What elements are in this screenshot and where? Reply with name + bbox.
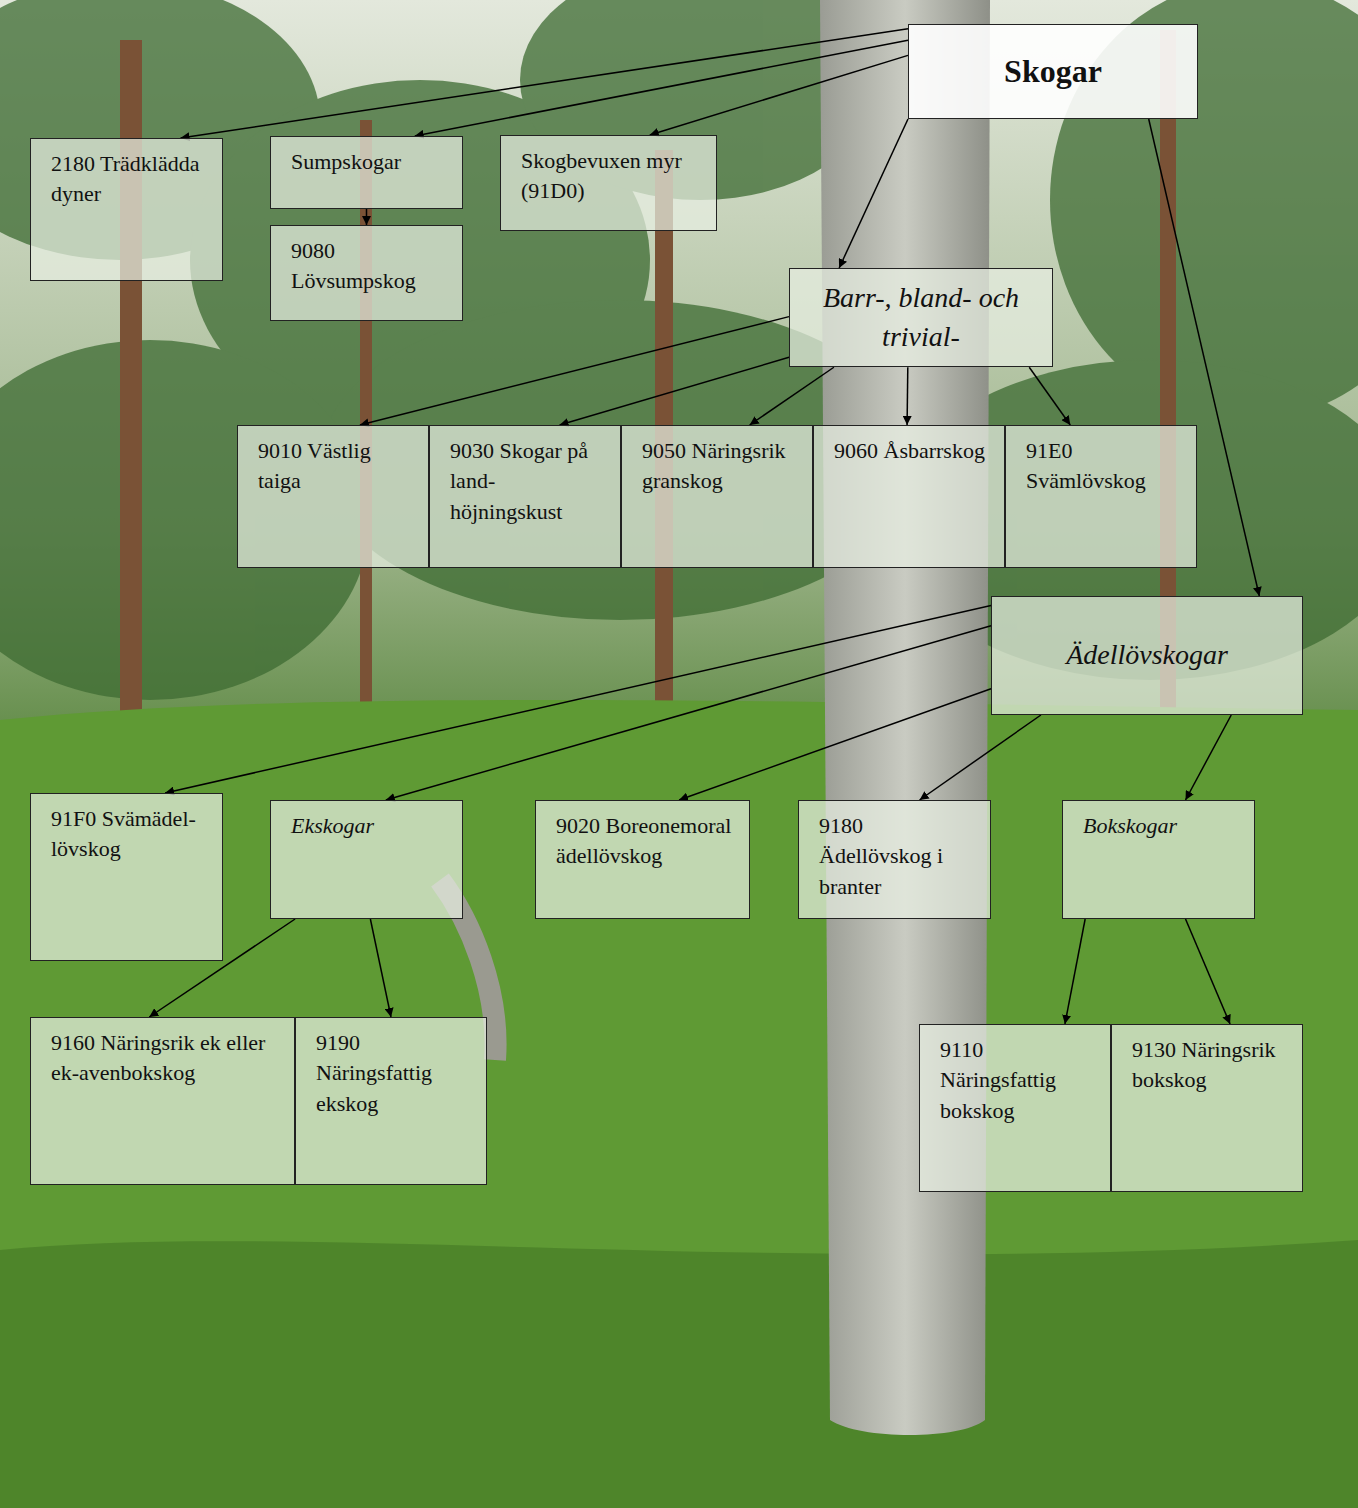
habitat-label: 9030 Skogar på land- höjningskust xyxy=(450,436,606,527)
habitat-box: Sumpskogar xyxy=(270,136,463,209)
hierarchy-arrow xyxy=(415,40,908,136)
hierarchy-arrow xyxy=(839,119,908,268)
habitat-label: 2180 Trädklädda dyner xyxy=(51,149,208,210)
habitat-box: Ädellövskogar xyxy=(991,596,1303,715)
hierarchy-arrow xyxy=(750,367,834,425)
habitat-label: Bokskogar xyxy=(1083,811,1240,841)
hierarchy-arrow xyxy=(360,317,789,425)
habitat-label: 9180 Ädellövskog i branter xyxy=(819,811,976,902)
habitat-box: 9180 Ädellövskog i branter xyxy=(798,800,991,919)
habitat-box: 91F0 Svämädel- lövskog xyxy=(30,793,223,961)
habitat-box: 91E0 Svämlövskog xyxy=(1005,425,1197,568)
hierarchy-arrow xyxy=(181,29,908,138)
habitat-box: 2180 Trädklädda dyner xyxy=(30,138,223,281)
hierarchy-arrow xyxy=(650,55,908,135)
hierarchy-arrow xyxy=(386,626,991,800)
grey-trunk xyxy=(820,0,990,1435)
habitat-box: 9060 Åsbarrskog xyxy=(813,425,1005,568)
habitat-label: 9020 Boreonemoral ädellövskog xyxy=(556,811,735,872)
hierarchy-arrow xyxy=(920,715,1041,800)
hierarchy-arrow xyxy=(1065,919,1085,1024)
habitat-label: 91F0 Svämädel- lövskog xyxy=(51,804,208,865)
hierarchy-arrow xyxy=(1186,715,1232,800)
habitat-box: 9080 Lövsumpskog xyxy=(270,225,463,321)
habitat-label: 9130 Näringsrik bokskog xyxy=(1132,1035,1288,1096)
hierarchy-arrow xyxy=(1029,367,1070,425)
habitat-box: 9020 Boreonemoral ädellövskog xyxy=(535,800,750,919)
habitat-label: Barr-, bland- och trivial- xyxy=(800,279,1042,356)
habitat-label: 9190 Näringsfattig ekskog xyxy=(316,1028,472,1119)
habitat-label: 9160 Näringsrik ek eller ek-avenbokskog xyxy=(51,1028,280,1089)
ground xyxy=(0,700,1358,1508)
habitat-box: Skogbevuxen myr (91D0) xyxy=(500,135,717,231)
habitat-box: 9160 Näringsrik ek eller ek-avenbokskog xyxy=(30,1017,295,1185)
habitat-label: 9110 Näringsfattig bokskog xyxy=(940,1035,1096,1126)
habitat-box: 9130 Näringsrik bokskog xyxy=(1111,1024,1303,1192)
habitat-box: 9050 Näringsrik granskog xyxy=(621,425,813,568)
habitat-label: 9050 Näringsrik granskog xyxy=(642,436,798,497)
foliage xyxy=(0,0,1358,700)
hierarchy-arrow xyxy=(560,357,789,425)
habitat-box: 9110 Näringsfattig bokskog xyxy=(919,1024,1111,1192)
habitat-box: Skogar xyxy=(908,24,1198,119)
habitat-label: Sumpskogar xyxy=(291,147,448,177)
habitat-box: 9030 Skogar på land- höjningskust xyxy=(429,425,621,568)
hierarchy-arrow xyxy=(370,919,391,1017)
habitat-box: 9010 Västlig taiga xyxy=(237,425,429,568)
hierarchy-arrow xyxy=(165,606,991,793)
habitat-label: Skogar xyxy=(919,49,1187,93)
habitat-label: Ädellövskogar xyxy=(1002,636,1292,675)
habitat-box: Ekskogar xyxy=(270,800,463,919)
habitat-box: Barr-, bland- och trivial- xyxy=(789,268,1053,367)
hierarchy-arrow xyxy=(679,689,991,800)
hierarchy-arrow xyxy=(366,209,368,225)
habitat-label: Ekskogar xyxy=(291,811,448,841)
hierarchy-arrow xyxy=(906,367,908,425)
hierarchy-arrow xyxy=(1186,919,1231,1024)
habitat-label: 9010 Västlig taiga xyxy=(258,436,414,497)
habitat-label: Skogbevuxen myr (91D0) xyxy=(521,146,702,207)
habitat-label: 9060 Åsbarrskog xyxy=(834,436,990,466)
ground-shade xyxy=(0,1240,1358,1508)
habitat-box: Bokskogar xyxy=(1062,800,1255,919)
habitat-label: 9080 Lövsumpskog xyxy=(291,236,448,297)
habitat-box: 9190 Näringsfattig ekskog xyxy=(295,1017,487,1185)
habitat-label: 91E0 Svämlövskog xyxy=(1026,436,1182,497)
